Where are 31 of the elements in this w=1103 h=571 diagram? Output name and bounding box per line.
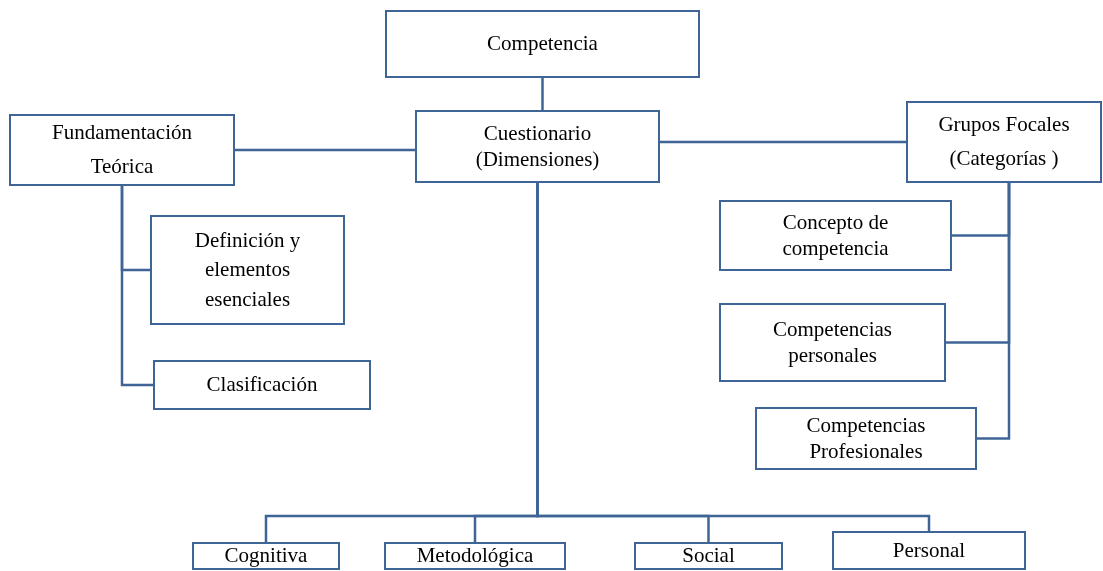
- text-box: [415, 110, 660, 183]
- node-label: Definición y elementos esenciales: [193, 226, 302, 313]
- node-label: Fundamentación Teórica: [51, 119, 193, 180]
- text-box: [385, 10, 700, 78]
- text-box: [719, 200, 952, 271]
- node-label: Competencias personales: [772, 317, 893, 368]
- node-label: Cuestionario (Dimensiones): [474, 121, 601, 172]
- text-box: [832, 531, 1026, 570]
- text-box: [384, 542, 566, 570]
- node-label: Personal: [892, 537, 966, 564]
- node-label: Cognitiva: [224, 543, 308, 569]
- text-box: [153, 360, 371, 410]
- text-box: [150, 215, 345, 325]
- node-label: Competencias Profesionales: [805, 413, 927, 464]
- node-label: Grupos Focales (Categorías ): [937, 111, 1071, 172]
- text-box: [906, 101, 1102, 183]
- text-box: [634, 542, 783, 570]
- connector-line: [977, 183, 1011, 440]
- connector-line: [120, 186, 153, 387]
- node-label: Competencia: [487, 31, 598, 57]
- node-label: Clasificación: [206, 372, 318, 398]
- connector-line: [541, 78, 544, 110]
- text-box: [9, 114, 235, 186]
- text-box: [192, 542, 340, 570]
- node-label: Social: [682, 543, 735, 569]
- connector-line: [235, 148, 415, 152]
- connector-line: [660, 140, 906, 144]
- text-box: [755, 407, 977, 470]
- node-label: Concepto de competencia: [781, 210, 890, 261]
- text-box: [719, 303, 946, 382]
- node-label: Metodológica: [416, 543, 534, 569]
